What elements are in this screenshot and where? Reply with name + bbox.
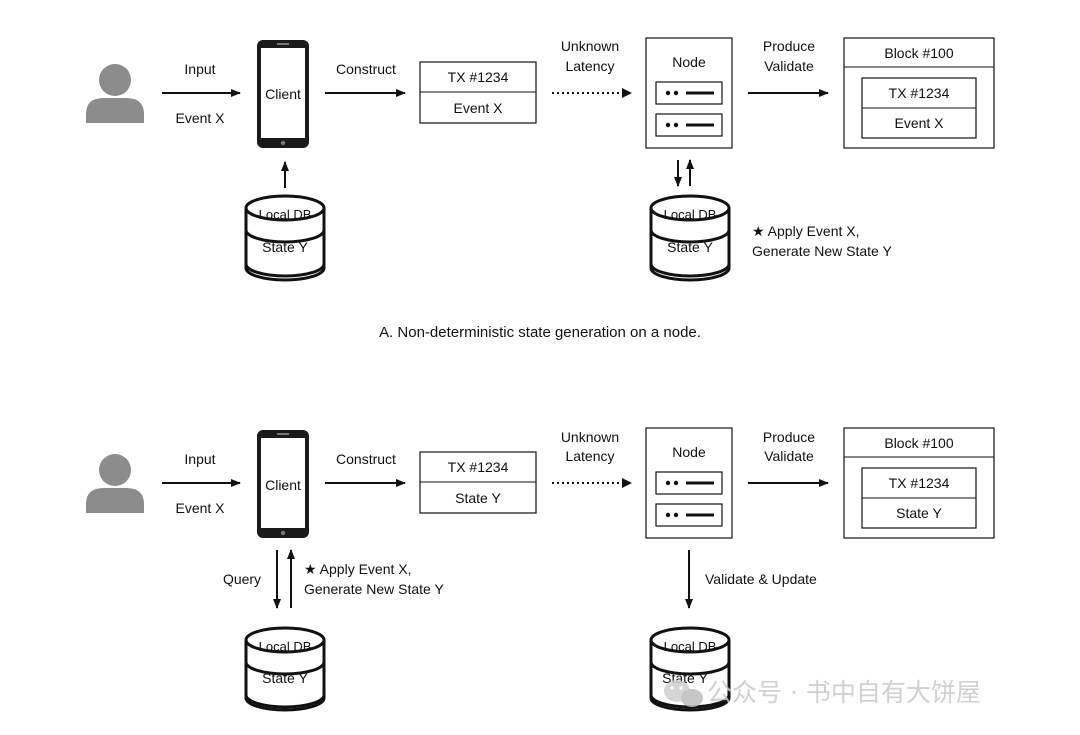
panel-a-caption: A. Non-deterministic state generation on… xyxy=(379,324,701,341)
query-label: Query xyxy=(223,571,261,587)
latency-arrowhead xyxy=(622,478,632,488)
client-db-line2: State Y xyxy=(262,670,308,686)
node-label: Node xyxy=(672,444,706,460)
latency-line1: Unknown xyxy=(561,38,619,54)
panel-b: Input Event X Client Construct TX #1234 … xyxy=(86,427,995,712)
input-label: Input xyxy=(184,451,215,467)
latency-line2: Latency xyxy=(565,58,614,74)
note-line2: Generate New State Y xyxy=(752,243,892,259)
latency-arrowhead xyxy=(622,88,632,98)
latency-line2: Latency xyxy=(565,448,614,464)
wechat-logo-icon xyxy=(664,680,703,707)
produce-line1: Produce xyxy=(763,38,815,54)
node-db-line1: Local DB xyxy=(664,639,717,654)
tx-body: State Y xyxy=(455,490,501,506)
input-event-label: Event X xyxy=(175,110,225,126)
construct-label: Construct xyxy=(336,61,396,77)
block-tx-title: TX #1234 xyxy=(889,475,950,491)
produce-line1: Produce xyxy=(763,429,815,445)
tx-box xyxy=(419,451,537,514)
client-note-line1: ★ Apply Event X, xyxy=(304,561,412,577)
block-tx-body: State Y xyxy=(896,505,942,521)
tx-title: TX #1234 xyxy=(448,459,509,475)
construct-label: Construct xyxy=(336,451,396,467)
block-tx-body: Event X xyxy=(894,115,944,131)
node-db-line1: Local DB xyxy=(664,207,717,222)
note-line1: ★ Apply Event X, xyxy=(752,223,860,239)
client-db-line1: Local DB xyxy=(259,207,312,222)
block-tx-title: TX #1234 xyxy=(889,85,950,101)
node-db-line2: State Y xyxy=(667,239,713,255)
watermark: 公众号 · 书中自有大饼屋 xyxy=(664,678,981,707)
client-note-line2: Generate New State Y xyxy=(304,581,444,597)
database-icon xyxy=(244,626,326,712)
panel-a: Input Event X Client Construct TX #1234 … xyxy=(86,37,995,341)
node-label: Node xyxy=(672,54,706,70)
client-label: Client xyxy=(265,86,301,102)
tx-body: Event X xyxy=(453,100,503,116)
block-box xyxy=(843,427,995,539)
person-icon xyxy=(86,454,144,513)
watermark-text: 公众号 · 书中自有大饼屋 xyxy=(707,678,981,707)
tx-title: TX #1234 xyxy=(448,69,509,85)
input-label: Input xyxy=(184,61,215,77)
block-box xyxy=(843,37,995,149)
input-event-label: Event X xyxy=(175,500,225,516)
block-title: Block #100 xyxy=(884,45,953,61)
validate-label: Validate & Update xyxy=(705,571,817,587)
server-icon xyxy=(645,37,733,149)
person-icon xyxy=(86,64,144,123)
phone-icon xyxy=(257,40,309,148)
server-icon xyxy=(645,427,733,539)
produce-line2: Validate xyxy=(764,58,814,74)
database-icon xyxy=(649,194,731,282)
produce-line2: Validate xyxy=(764,448,814,464)
client-db-line1: Local DB xyxy=(259,639,312,654)
client-db-line2: State Y xyxy=(262,239,308,255)
client-label: Client xyxy=(265,477,301,493)
block-title: Block #100 xyxy=(884,435,953,451)
phone-icon xyxy=(257,430,309,538)
tx-box xyxy=(419,61,537,124)
latency-line1: Unknown xyxy=(561,429,619,445)
database-icon xyxy=(244,194,326,282)
